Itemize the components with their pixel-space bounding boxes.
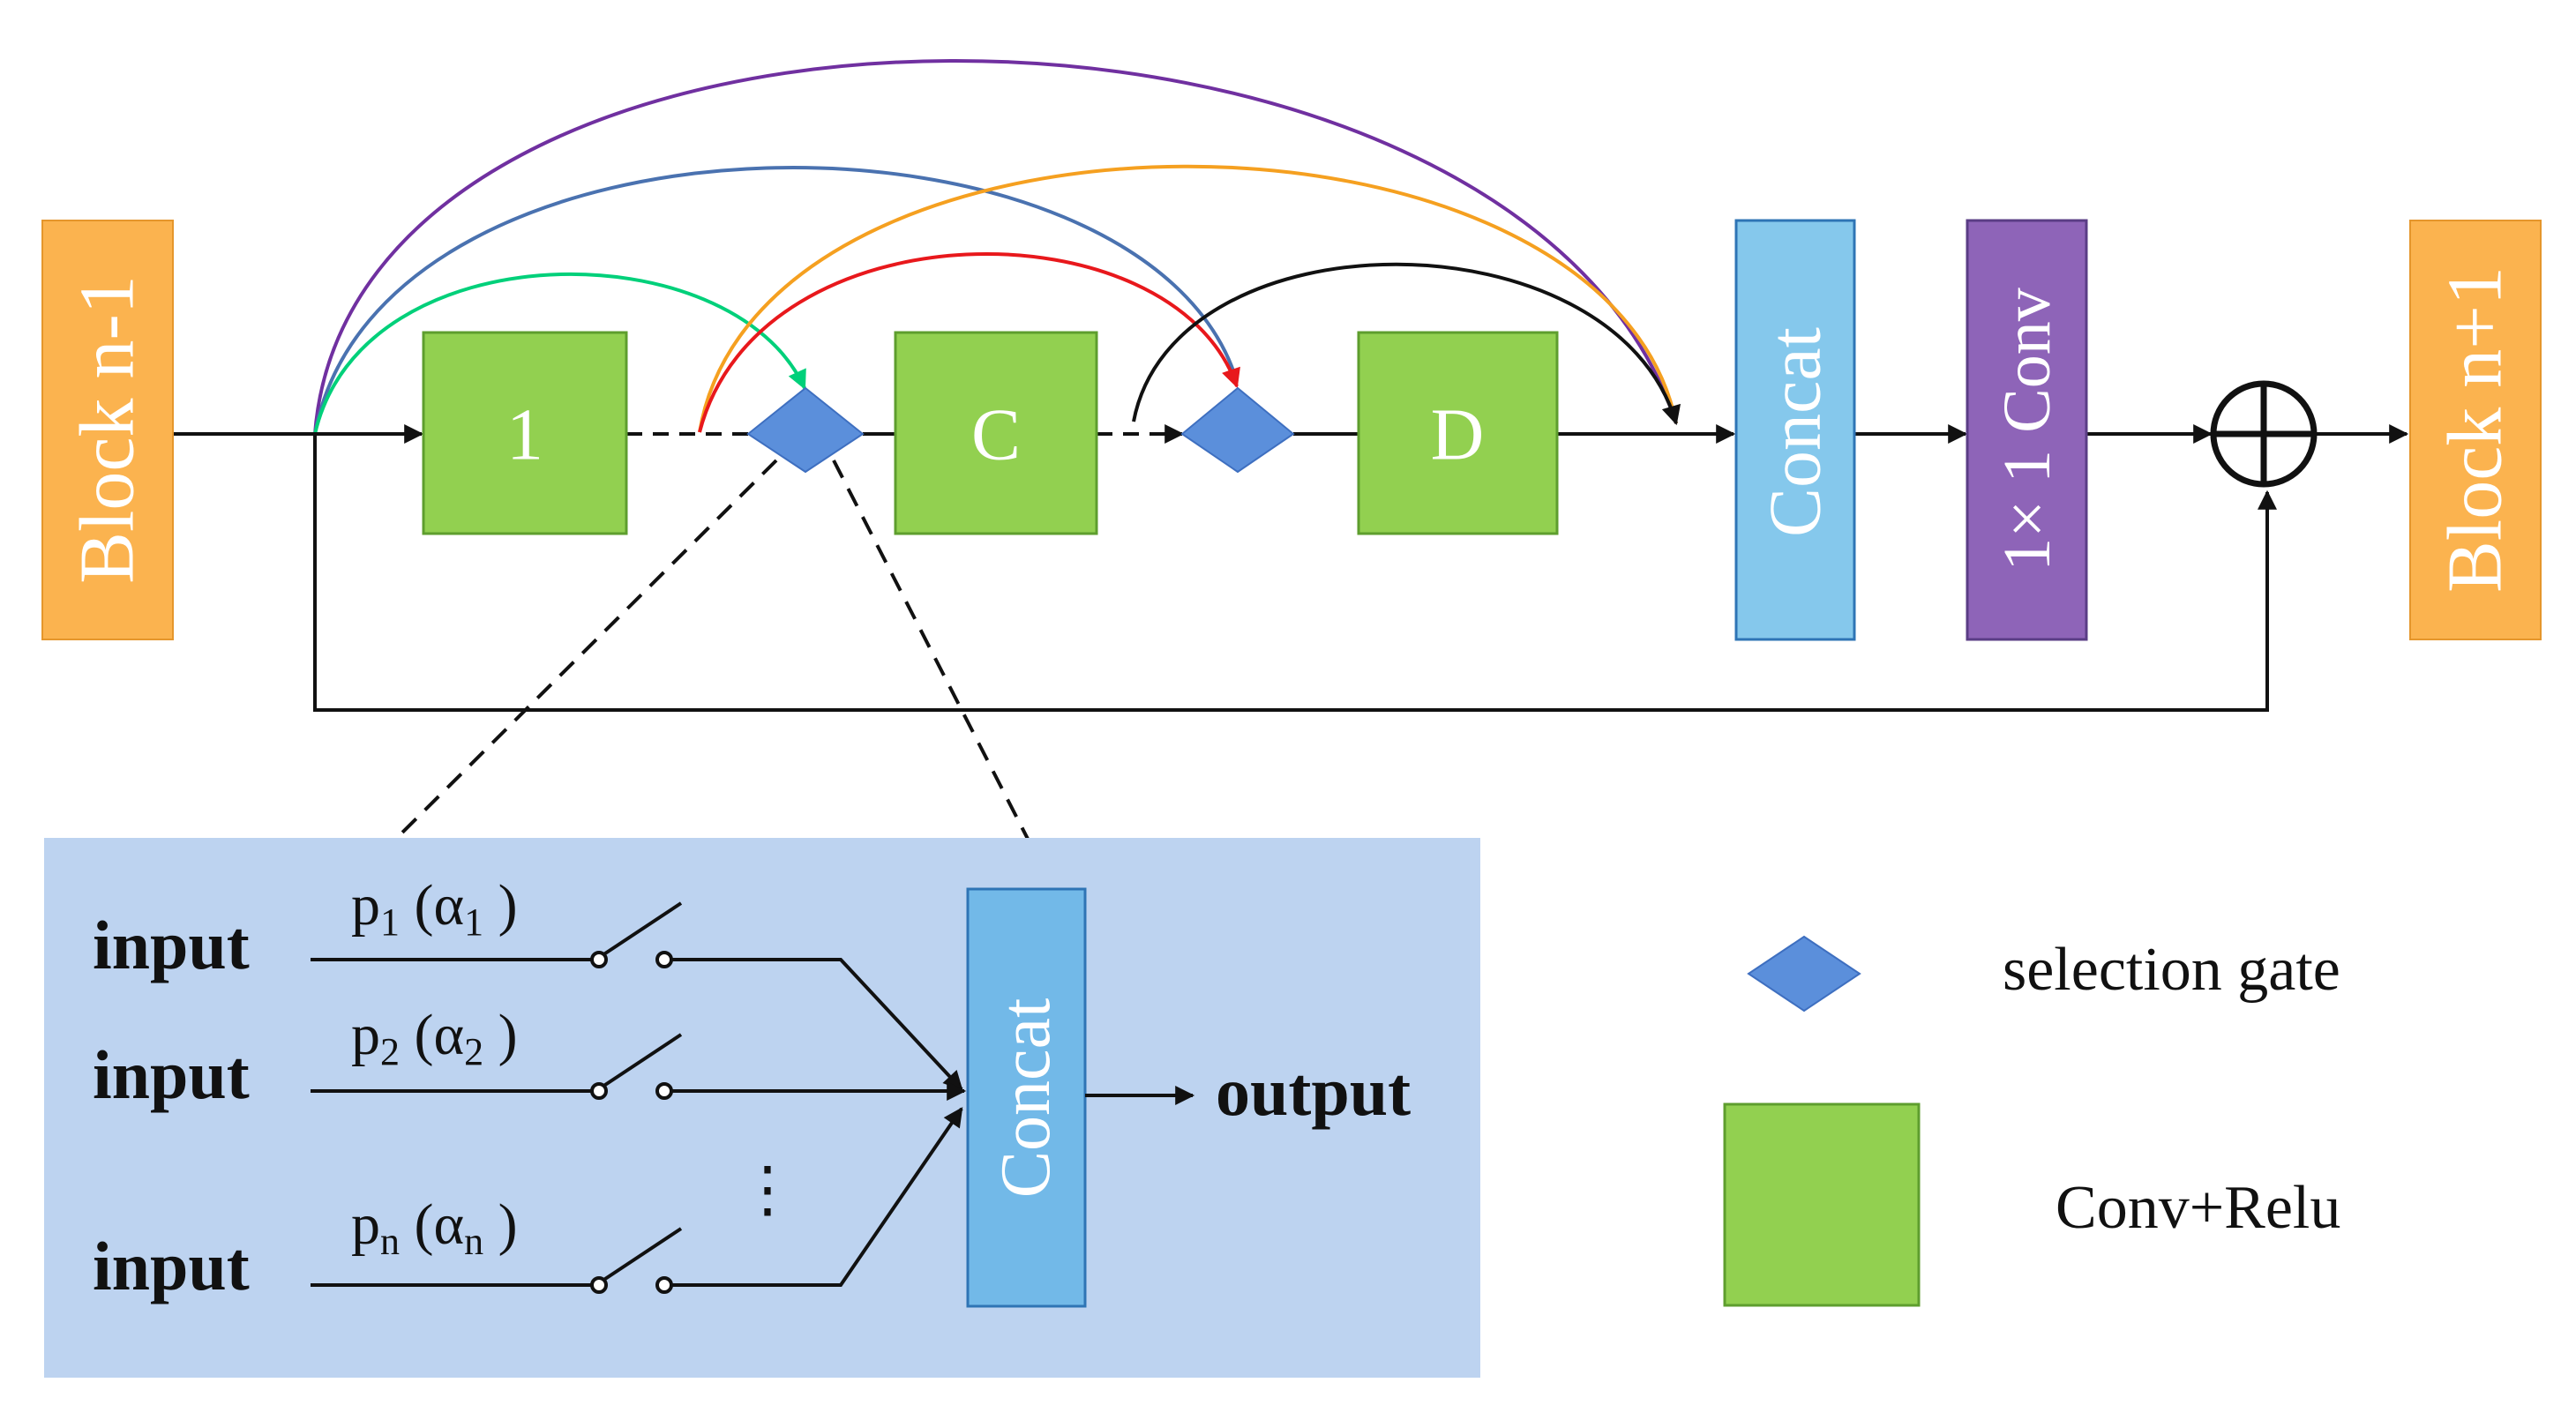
inset-input-label-2: input	[93, 1036, 250, 1113]
inset-prob-n-base: p	[351, 1192, 380, 1257]
block-next: Block n+1	[2409, 220, 2542, 640]
inset-prob-1-alpha-sub: 1	[464, 901, 483, 944]
arc-green	[313, 272, 806, 435]
conv1x1-block: 1× 1 Conv	[1966, 219, 2088, 641]
inset-prob-n-sub: n	[380, 1220, 400, 1263]
inset-prob-1-base: p	[351, 873, 380, 938]
concat-block: Concat	[1734, 219, 1856, 641]
inset-prob-2-open: (	[400, 1003, 433, 1067]
selection-gate-2	[1180, 386, 1295, 474]
conv-unit-c-label: C	[971, 394, 1021, 476]
sum-node	[2210, 380, 2318, 488]
conv-unit-d-label: D	[1431, 394, 1485, 476]
arc-black	[1132, 262, 1681, 426]
zoom-line-right	[832, 460, 1032, 845]
legend-conv-relu-label: Conv+Relu	[2056, 1174, 2340, 1242]
inset-concat-label: Concat	[987, 998, 1065, 1199]
conv1x1-block-label: 1× 1 Conv	[1990, 288, 2064, 572]
arc-steelblue	[313, 166, 1239, 435]
inset-row1-switch-pivot	[590, 951, 608, 968]
inset-row2-switch-contact	[655, 1082, 673, 1100]
inset-input-label-3: input	[93, 1228, 250, 1304]
inset-prob-n-open: (	[400, 1192, 433, 1257]
inset-output-label: output	[1216, 1053, 1411, 1130]
inset-rown-switch-blade	[601, 1227, 683, 1282]
legend-selection-gate-icon	[1747, 935, 1861, 1013]
inset-prob-2: p2 (α2 )	[351, 1003, 518, 1073]
arc-orange	[698, 164, 1678, 433]
inset-prob-n: pn (αn )	[351, 1192, 518, 1263]
arc-purple	[313, 59, 1678, 435]
inset-row1-wire-out	[671, 958, 963, 1091]
gate-detail-inset: input p1 (α1 ) input p2 (α2 ) ⋮ input pn…	[44, 838, 1480, 1378]
inset-prob-2-alpha-sub: 2	[464, 1030, 483, 1073]
inset-rown-switch-contact	[655, 1276, 673, 1294]
conv-unit-1-label: 1	[506, 394, 543, 476]
conv-unit-c: C	[894, 331, 1098, 535]
inset-prob-n-alpha-sub: n	[464, 1220, 483, 1263]
inset-prob-2-base: p	[351, 1003, 380, 1067]
inset-prob-2-alpha: α	[433, 1003, 464, 1067]
inset-concat-block	[966, 887, 1087, 1308]
arc-red	[698, 252, 1240, 433]
legend-conv-relu-icon	[1723, 1102, 1921, 1307]
inset-prob-1-alpha: α	[433, 873, 464, 938]
inset-prob-1: p1 (α1 )	[351, 873, 518, 944]
concat-block-label: Concat	[1755, 327, 1837, 537]
inset-row2-switch-blade	[601, 1033, 683, 1088]
residual-skip-line	[313, 434, 2277, 712]
legend: selection gate Conv+Relu	[1723, 935, 2340, 1307]
inset-prob-n-alpha: α	[433, 1192, 464, 1257]
zoom-line-left	[400, 459, 778, 835]
inset-row1-switch-contact	[655, 951, 673, 968]
inset-ellipsis: ⋮	[737, 1156, 798, 1224]
inset-row2-switch-pivot	[590, 1082, 608, 1100]
inset-prob-n-close: )	[483, 1192, 517, 1257]
inset-rown-wire-out	[671, 1107, 963, 1287]
block-next-label: Block n+1	[2433, 266, 2519, 593]
conv-unit-d: D	[1357, 331, 1559, 535]
block-prev-label: Block n-1	[65, 275, 151, 584]
inset-prob-2-sub: 2	[380, 1030, 400, 1073]
inset-prob-1-open: (	[400, 873, 433, 938]
conv-unit-1: 1	[422, 331, 628, 535]
inset-input-label-1: input	[93, 907, 250, 983]
inset-prob-1-close: )	[483, 873, 517, 938]
inset-prob-2-close: )	[483, 1003, 517, 1067]
inset-row1-switch-blade	[601, 901, 683, 957]
block-prev: Block n-1	[41, 220, 174, 640]
legend-selection-gate-label: selection gate	[2003, 936, 2340, 1004]
inset-rown-switch-pivot	[590, 1276, 608, 1294]
inset-prob-1-sub: 1	[380, 901, 400, 944]
selection-gate-1	[746, 386, 865, 474]
